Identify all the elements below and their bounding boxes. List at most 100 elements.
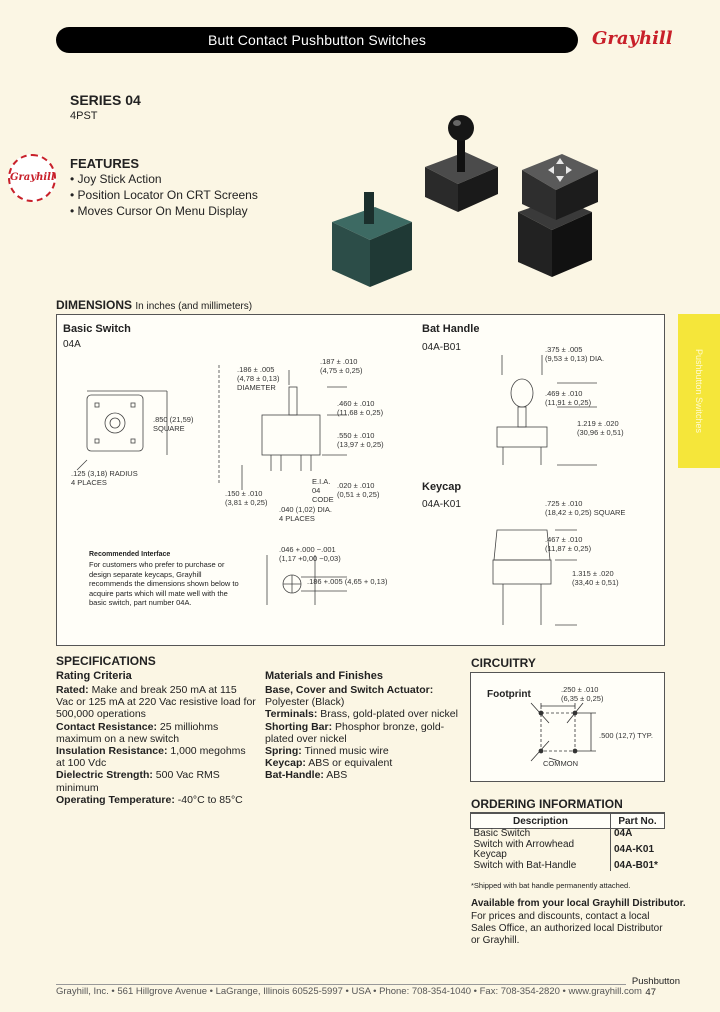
material-key: Bat-Handle: (265, 769, 324, 782)
material-key: Keycap: (265, 757, 306, 770)
series-subtitle: 4PST (70, 110, 98, 122)
header-banner: Butt Contact Pushbutton Switches (56, 27, 578, 53)
dimensions-title: DIMENSIONS (56, 298, 133, 312)
circuit-dim: .250 ± .010 (6,35 ± 0,25) (561, 685, 604, 703)
dim-label: .020 ± .010 (0,51 ± 0,25) (337, 481, 380, 499)
section-side-tab: Pushbutton Switches (678, 314, 720, 468)
dim-label: .469 ± .010 (11,91 ± 0,25) (545, 389, 592, 407)
dim-label: .187 ± .010 (4,75 ± 0,25) (320, 357, 363, 375)
col-description: Description (470, 813, 611, 829)
material-key: Spring: (265, 745, 302, 758)
materials-heading: Materials and Finishes (265, 670, 383, 682)
row-part-no: 04A-B01* (610, 860, 665, 871)
spec-item: Operating Temperature: -40°C to 85°C (56, 794, 256, 806)
dimensions-units: In inches (and millimeters) (135, 301, 253, 312)
feature-item: • Joy Stick Action (70, 172, 162, 186)
dim-label: .375 ± .005 (9,53 ± 0,13) DIA. (545, 345, 605, 363)
keycap-label: Keycap (422, 481, 462, 493)
spec-value: 25 milliohms maximum on a new switch (56, 720, 219, 745)
dimension-drawings (76, 355, 597, 626)
grayhill-badge-icon: Grayhill (8, 154, 56, 202)
spec-value: Make and break 250 mA at 115 Vac or 125 … (56, 684, 256, 721)
dim-label: .850 (21,59) SQUARE (153, 415, 194, 433)
dim-label: 1.315 ± .020 (33,40 ± 0,51) (572, 569, 619, 587)
spec-key: Operating Temperature: (56, 793, 175, 806)
material-key: Terminals: (265, 708, 318, 721)
spec-item: Rated: Make and break 250 mA at 115 Vac … (56, 684, 256, 721)
bat-handle-drawing (510, 378, 534, 408)
footprint-label: Footprint (487, 689, 531, 700)
dim-label: .467 ± .010 (11,87 ± 0,25) (545, 535, 592, 553)
interface-heading: Recommended Interface (89, 551, 171, 558)
dim-label: E.I.A. 04 CODE (312, 477, 334, 504)
circuitry-panel: Footprint .250 ± .010 (6,35 ± 0,25) .500… (470, 672, 665, 782)
materials-list: Base, Cover and Switch Actuator: Polyest… (265, 684, 463, 782)
circuit-diagram (530, 702, 596, 762)
product-photo (332, 115, 598, 287)
badge-text: Grayhill (10, 172, 55, 183)
dim-label: 1.219 ± .020 (30,96 ± 0,51) (577, 419, 624, 437)
material-item: Shorting Bar: Phosphor bronze, gold-plat… (265, 721, 463, 745)
keycap-drawing (493, 529, 551, 561)
spec-key: Insulation Resistance: (56, 745, 168, 758)
footer-section: Pushbutton (631, 976, 680, 987)
material-key: Base, Cover and Switch Actuator: (265, 684, 434, 696)
rating-criteria-heading: Rating Criteria (56, 670, 132, 682)
material-value: ABS (323, 769, 348, 782)
dim-label: .125 (3,18) RADIUS 4 PLACES (71, 469, 138, 487)
dim-label: .046 +.000 −.001 (1,17 +0,00 −0,03) (279, 545, 341, 563)
ordering-heading: ORDERING INFORMATION (471, 797, 623, 811)
spec-key: Rated: (56, 684, 89, 696)
feature-item: • Position Locator On CRT Screens (70, 188, 258, 202)
material-item: Keycap: ABS or equivalent (265, 757, 463, 769)
table-row: Switch with Arrowhead Keycap 04A-K01 (471, 838, 665, 861)
footer-contact: Grayhill, Inc. • 561 Hillgrove Avenue • … (56, 986, 642, 997)
basic-switch-top-view (86, 394, 144, 452)
bat-handle-part: 04A-B01 (422, 342, 461, 353)
dim-label: .460 ± .010 (11,68 ± 0,25) (337, 399, 384, 417)
table-row: Switch with Bat-Handle 04A-B01* (471, 859, 665, 871)
dim-label: .186 +.005 (4,65 + 0,13) (307, 577, 388, 586)
keycap-part: 04A-K01 (422, 499, 461, 510)
dimensions-panel: Basic Switch 04A Bat Handle 04A-B01 Keyc… (56, 314, 665, 646)
bat-handle-label: Bat Handle (422, 323, 480, 335)
material-value: ABS or equivalent (305, 757, 393, 770)
basic-switch-label: Basic Switch (63, 323, 131, 335)
grayhill-logo: Grayhill (592, 28, 673, 49)
material-value: Brass, gold-plated over nickel (317, 708, 458, 721)
page-number: 47 (645, 987, 656, 998)
dimensions-heading: DIMENSIONS In inches (and millimeters) (56, 298, 252, 312)
row-description: Switch with Bat-Handle (473, 859, 577, 871)
dim-label: .040 (1,02) DIA. 4 PLACES (279, 505, 332, 523)
row-part-no: 04A-K01 (610, 839, 665, 861)
basic-switch-side-view (261, 414, 321, 456)
row-description: Switch with Arrowhead Keycap (473, 838, 575, 860)
col-part-no: Part No. (610, 813, 665, 829)
bat-handle-photo (425, 115, 498, 212)
spec-key: Contact Resistance: (56, 720, 157, 733)
material-item: Terminals: Brass, gold-plated over nicke… (265, 708, 463, 720)
circuit-dim: .500 (12,7) TYP. (599, 731, 653, 740)
ordering-note: *Shipped with bat handle permanently att… (471, 881, 631, 890)
specifications-heading: SPECIFICATIONS (56, 654, 156, 668)
common-label: COMMON (543, 759, 578, 768)
material-item: Spring: Tinned music wire (265, 745, 463, 757)
features-heading: FEATURES (70, 156, 140, 171)
spec-value: 1,000 megohms at 100 Vdc (56, 745, 246, 770)
feature-item: • Moves Cursor On Menu Display (70, 204, 248, 218)
material-value: Tinned music wire (301, 745, 389, 758)
material-value: Phosphor bronze, gold-plated over nickel (265, 720, 445, 745)
series-title: SERIES 04 (70, 92, 141, 108)
row-part-no: 04A (610, 828, 665, 840)
spec-value: -40°C to 85°C (174, 793, 243, 806)
ordering-table-wrap: Description Part No. Basic Switch 04A Sw… (470, 812, 665, 871)
spec-item: Insulation Resistance: 1,000 megohms at … (56, 745, 256, 769)
row-description: Basic Switch (473, 828, 531, 839)
availability-text: For prices and discounts, contact a loca… (471, 911, 663, 946)
material-item: Bat-Handle: ABS (265, 769, 463, 781)
basic-switch-photo (332, 192, 412, 287)
circuitry-heading: CIRCUITRY (471, 656, 536, 670)
page-title: Butt Contact Pushbutton Switches (207, 32, 427, 48)
side-tab-label: Pushbutton Switches (694, 348, 704, 434)
availability-heading: Available from your local Grayhill Distr… (471, 898, 686, 909)
